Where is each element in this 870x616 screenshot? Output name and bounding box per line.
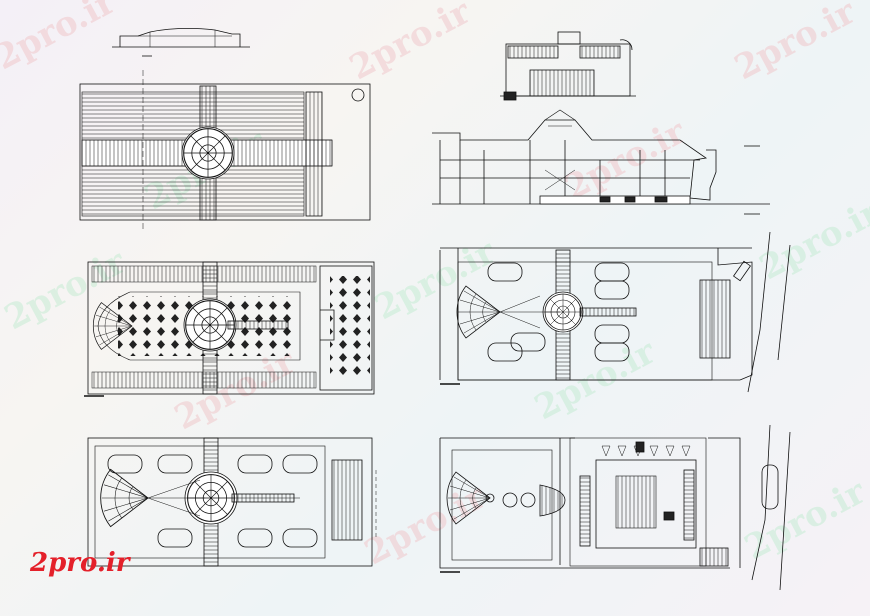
basement-plan-drawing xyxy=(439,424,791,591)
roof-section-drawing xyxy=(112,28,250,57)
roof-plan-drawing xyxy=(79,70,371,232)
building-section-drawing xyxy=(432,109,770,215)
front-elevation-drawing xyxy=(500,31,636,101)
second-floor-plan-drawing xyxy=(87,437,377,567)
brand-logo: 2pro.ir xyxy=(30,548,130,578)
first-floor-plan-drawing xyxy=(439,231,791,393)
ground-floor-plan-drawing xyxy=(84,261,375,397)
